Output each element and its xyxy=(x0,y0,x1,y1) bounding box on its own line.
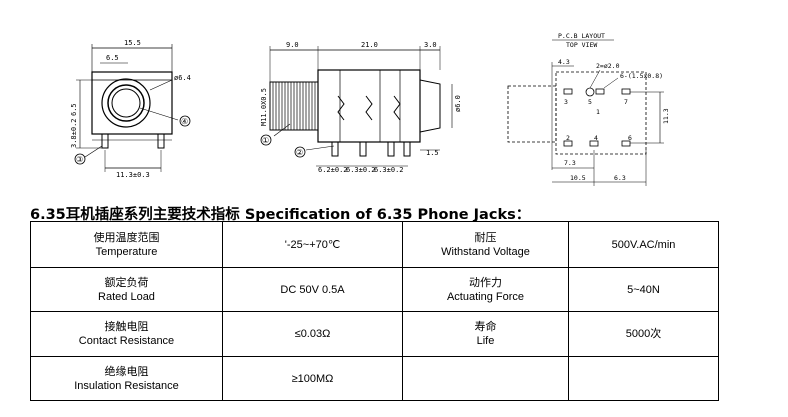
spec-label-cell: 接触电阻 Contact Resistance xyxy=(30,311,223,357)
front-dim-bottom: 11.3±0.3 xyxy=(116,171,150,179)
spec-label-en: Contact Resistance xyxy=(78,335,175,347)
side-thread-label: M11.0X0.5 xyxy=(260,88,268,126)
spec-value xyxy=(568,356,719,401)
front-callout-4: ④ xyxy=(181,117,188,126)
spec-value: DC 50V 0.5A xyxy=(222,267,403,312)
side-pin-1: 6.2±0.2 xyxy=(318,166,348,174)
spec-label-en: Actuating Force xyxy=(446,290,525,303)
pcb-dim-hole-a: 2=ø2.0 xyxy=(596,62,620,70)
side-dim-right: 3.0 xyxy=(424,41,437,49)
pcb-dim-63: 6.3 xyxy=(614,174,626,182)
pcb-pin-5: 5 xyxy=(588,98,592,106)
spec-label-en: Insulation Resistance xyxy=(74,379,179,392)
table-row: 使用温度范围 Temperature '-25~+70℃ 耐压 Withstan… xyxy=(30,221,719,268)
spec-label-en: Withstand Voltage xyxy=(441,245,530,258)
pcb-pin-2: 2 xyxy=(566,134,570,142)
spec-label-en: Life xyxy=(476,335,495,347)
spec-label-cn: 绝缘电阻 xyxy=(104,364,149,378)
pcb-pin-3: 3 xyxy=(564,98,568,106)
pcb-dim-73: 7.3 xyxy=(564,159,576,167)
spec-label-cn: 使用温度范围 xyxy=(93,230,160,244)
spec-label-cell: 额定负荷 Rated Load xyxy=(30,267,223,312)
spec-heading: 6.35耳机插座系列主要技术指标 Specification of 6.35 P… xyxy=(30,207,531,223)
spec-label-cell: 动作力 Actuating Force xyxy=(402,267,569,312)
spec-label-cell: 使用温度范围 Temperature xyxy=(30,221,223,268)
front-dim-side-a: 3.8±0.2 xyxy=(70,118,78,148)
spec-label-cell: 绝缘电阻 Insulation Resistance xyxy=(30,356,223,401)
spec-label-cn: 耐压 xyxy=(474,230,497,244)
pcb-pin-1: 1 xyxy=(596,108,600,116)
pcb-title: P.C.B LAYOUT xyxy=(558,32,605,40)
pcb-pin-6: 6 xyxy=(628,134,632,142)
spec-label-cn: 接触电阻 xyxy=(104,320,149,333)
spec-label-cell: 寿命 Life xyxy=(402,311,569,357)
side-pin-2: 6.3±0.2 xyxy=(346,166,376,174)
pcb-dim-113: 11.3 xyxy=(662,108,670,124)
spec-value: 5~40N xyxy=(568,267,719,312)
side-dim-left: 9.0 xyxy=(286,41,299,49)
side-dia-label: ø6.0 xyxy=(454,95,462,112)
spec-label-cell: 耐压 Withstand Voltage xyxy=(402,221,569,268)
front-dim-top: 15.5 xyxy=(124,39,141,47)
spec-label-cn: 额定负荷 xyxy=(104,275,149,289)
spec-value: '-25~+70℃ xyxy=(222,221,403,268)
pcb-subtitle: TOP VIEW xyxy=(566,41,597,49)
pcb-dim-hole-b: 6-(1.5x0.8) xyxy=(620,72,663,80)
spec-value: 500V.AC/min xyxy=(568,221,719,268)
pcb-dim-105: 10.5 xyxy=(570,174,586,182)
front-view-drawing xyxy=(74,44,191,172)
spec-label-cn: 动作力 xyxy=(469,275,502,289)
side-view-drawing xyxy=(260,46,453,167)
spec-value: 5000次 xyxy=(568,311,719,357)
spec-label-cell xyxy=(402,356,569,401)
pcb-layout-drawing xyxy=(507,39,664,186)
side-pin-3: 6.3±0.2 xyxy=(374,166,404,174)
side-dim-tail: 1.5 xyxy=(426,149,439,157)
spec-label-en: Rated Load xyxy=(98,290,155,303)
spec-label-cn: 寿命 xyxy=(474,320,497,333)
side-dim-mid: 21.0 xyxy=(361,41,378,49)
pcb-pin-4: 4 xyxy=(594,134,598,142)
spec-value: ≤0.03Ω xyxy=(222,311,403,357)
side-callout-2: ② xyxy=(296,148,303,157)
front-dim-side-b: 6.5 xyxy=(70,103,78,116)
spec-value: ≥100MΩ xyxy=(222,356,403,401)
pcb-pin-7: 7 xyxy=(624,98,628,106)
pcb-dim-43: 4.3 xyxy=(558,58,570,66)
side-callout-1: ① xyxy=(262,136,269,145)
spec-label-en: Temperature xyxy=(95,245,158,258)
table-row: 绝缘电阻 Insulation Resistance ≥100MΩ xyxy=(30,356,719,401)
table-row: 接触电阻 Contact Resistance ≤0.03Ω 寿命 Life 5… xyxy=(30,311,719,357)
technical-drawings: 15.5 6.5 ø6.4 11.3±0.3 3.8±0.2 6.5 ③ ④ xyxy=(70,32,670,186)
table-row: 额定负荷 Rated Load DC 50V 0.5A 动作力 Actuatin… xyxy=(30,267,719,312)
front-callout-3: ③ xyxy=(76,155,83,164)
front-dim-hole: ø6.4 xyxy=(174,74,191,82)
front-dim-inner: 6.5 xyxy=(106,54,119,62)
spec-table: 使用温度范围 Temperature '-25~+70℃ 耐压 Withstan… xyxy=(30,221,719,401)
